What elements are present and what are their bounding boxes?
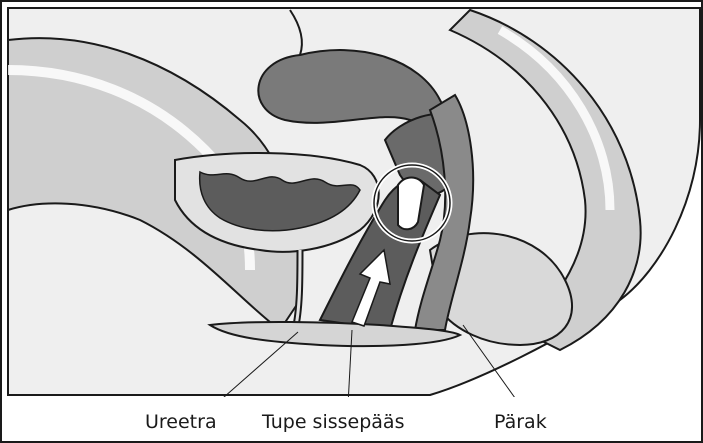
label-anus: Pärak <box>494 411 547 433</box>
label-urethra: Ureetra <box>145 411 217 433</box>
label-vaginal-opening: Tupe sissepääs <box>261 411 404 433</box>
